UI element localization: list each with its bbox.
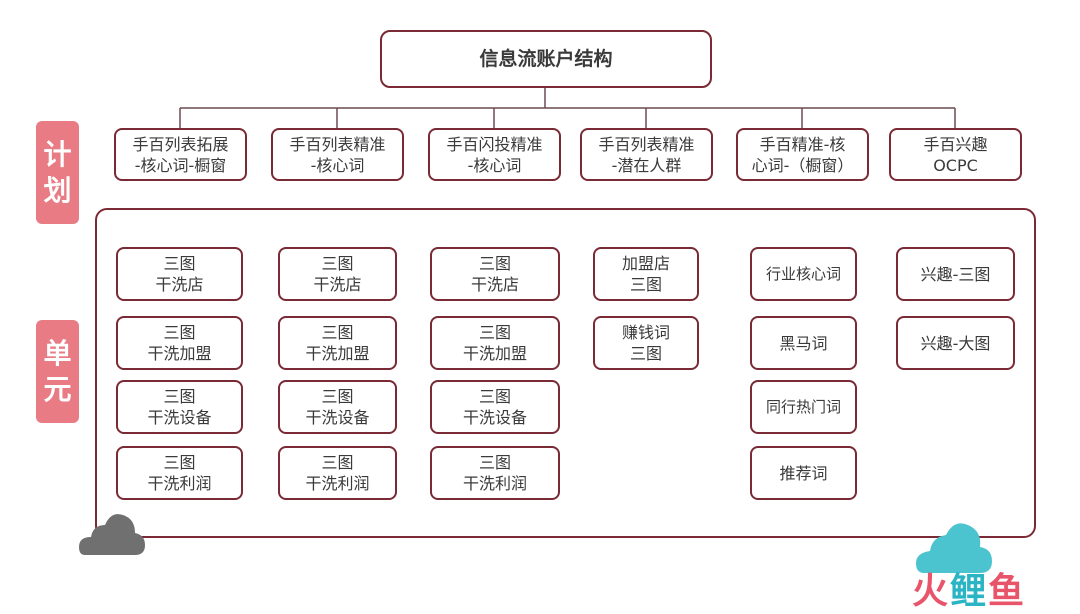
unit-node: 加盟店三图 xyxy=(593,247,699,301)
watermark-logo: 火鲤鱼 xyxy=(912,571,1027,612)
unit-node: 同行热门词 xyxy=(750,380,857,434)
unit-node: 兴趣-三图 xyxy=(896,247,1015,301)
unit-node: 三图干洗加盟 xyxy=(116,316,243,370)
plan-node: 手百精准-核心词-（橱窗） xyxy=(736,128,869,181)
unit-node: 三图干洗利润 xyxy=(278,446,397,500)
plan-node: 手百列表精准-核心词 xyxy=(271,128,404,181)
unit-node: 三图干洗设备 xyxy=(278,380,397,434)
unit-node: 兴趣-大图 xyxy=(896,316,1015,370)
unit-frame xyxy=(95,208,1036,538)
plan-label: 计 划 xyxy=(36,121,79,224)
unit-node: 三图干洗店 xyxy=(430,247,560,301)
plan-node: 手百闪投精准-核心词 xyxy=(428,128,561,181)
unit-node: 三图干洗利润 xyxy=(116,446,243,500)
unit-node: 三图干洗设备 xyxy=(116,380,243,434)
unit-node: 三图干洗设备 xyxy=(430,380,560,434)
root-title: 信息流账户结构 xyxy=(479,47,613,70)
unit-node: 黑马词 xyxy=(750,316,857,370)
root-node: 信息流账户结构 xyxy=(380,30,712,88)
unit-node: 赚钱词三图 xyxy=(593,316,699,370)
unit-node: 推荐词 xyxy=(750,446,857,500)
unit-node: 三图干洗加盟 xyxy=(278,316,397,370)
unit-label: 单 元 xyxy=(36,320,79,423)
plan-node: 手百列表精准-潜在人群 xyxy=(580,128,713,181)
unit-node: 三图干洗店 xyxy=(116,247,243,301)
unit-node: 行业核心词 xyxy=(750,247,857,301)
plan-node: 手百列表拓展-核心词-橱窗 xyxy=(114,128,247,181)
cloud-gray-icon xyxy=(79,514,145,555)
cloud-teal-icon xyxy=(916,523,992,573)
unit-node: 三图干洗店 xyxy=(278,247,397,301)
unit-node: 三图干洗利润 xyxy=(430,446,560,500)
unit-node: 三图干洗加盟 xyxy=(430,316,560,370)
